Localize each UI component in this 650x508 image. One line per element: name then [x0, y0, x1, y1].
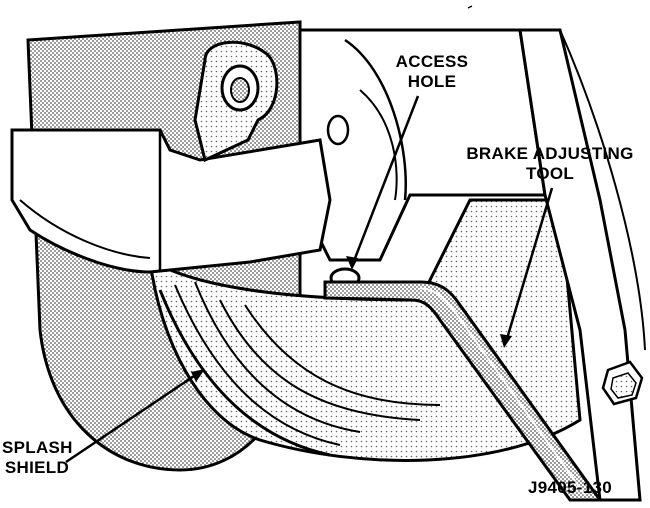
splash-shield-label-line1: SPLASH	[2, 438, 73, 457]
access-hole-label: ACCESS HOLE	[392, 52, 472, 92]
drum-groove	[244, 304, 441, 406]
hex-nut-inner	[610, 372, 637, 399]
caliper-edge	[19, 199, 151, 259]
leader-tool-arrow	[500, 334, 512, 348]
leader-splash-shield	[65, 370, 201, 464]
brake-adjusting-tool	[323, 280, 603, 502]
leader-splash-shield-arrow	[191, 369, 205, 382]
drum-groove	[158, 289, 331, 457]
stray-mark	[467, 5, 473, 9]
access-hole-label-line2: HOLE	[407, 72, 457, 91]
threaded-hole-inner	[230, 77, 250, 103]
leader-access-hole-arrow	[346, 256, 358, 270]
splash-shield-label-line2: SHIELD	[4, 458, 70, 477]
caliper-bracket	[10, 128, 332, 274]
figure-id: J9405-130	[528, 478, 612, 497]
frame-edge	[559, 29, 646, 351]
splash-shield-label: SPLASH SHIELD	[2, 438, 72, 478]
brake-adjusting-tool-label-line2: TOOL	[525, 164, 575, 183]
leader-tool	[504, 187, 554, 343]
drum-groove	[194, 281, 361, 433]
brake-drum	[148, 198, 582, 462]
drum-groove	[219, 299, 421, 421]
access-hole-label-line1: ACCESS	[395, 52, 469, 71]
tool-highlight	[419, 287, 586, 496]
hub-flange	[344, 38, 407, 201]
drum-groove	[174, 284, 341, 446]
lug-stud	[326, 114, 350, 146]
brake-adjusting-tool-label: BRAKE ADJUSTING TOOL	[460, 144, 640, 184]
hub-flange	[359, 89, 398, 201]
leader-access-hole	[350, 95, 420, 267]
brake-adjusting-tool-label-line1: BRAKE ADJUSTING	[466, 144, 634, 163]
